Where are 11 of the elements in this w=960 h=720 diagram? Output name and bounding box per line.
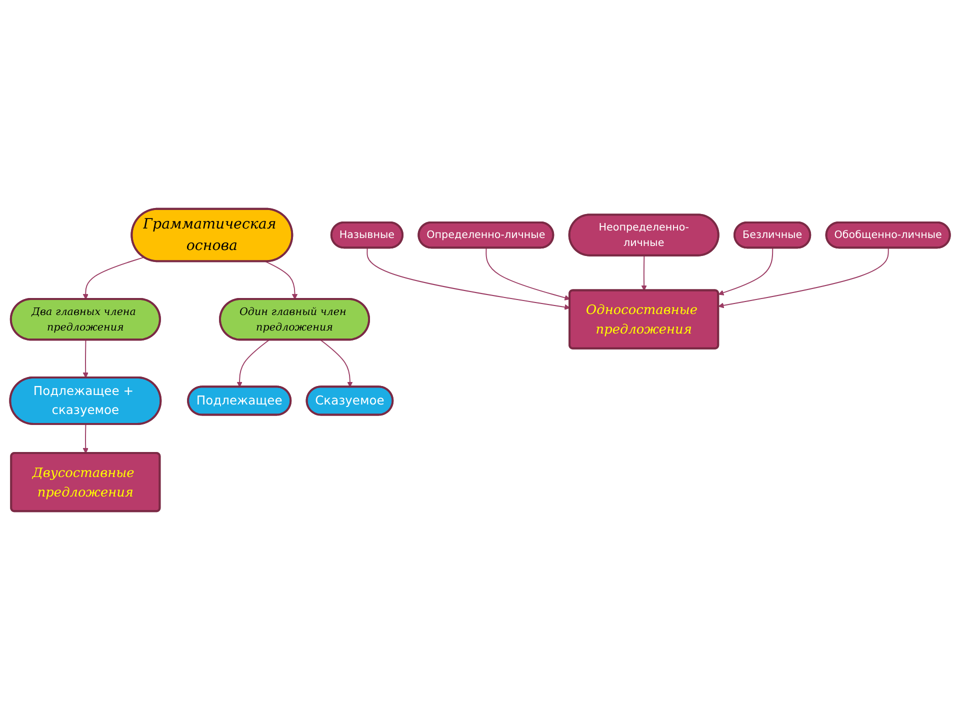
arrow <box>82 256 144 300</box>
arrow <box>641 255 647 291</box>
arrow <box>486 247 570 300</box>
arrow <box>718 247 774 296</box>
arrow <box>718 247 889 308</box>
arrow <box>366 247 570 310</box>
arrow <box>236 340 270 388</box>
arrow <box>264 261 298 300</box>
arrow <box>82 424 88 454</box>
arrow <box>82 340 88 378</box>
arrow <box>320 340 353 388</box>
